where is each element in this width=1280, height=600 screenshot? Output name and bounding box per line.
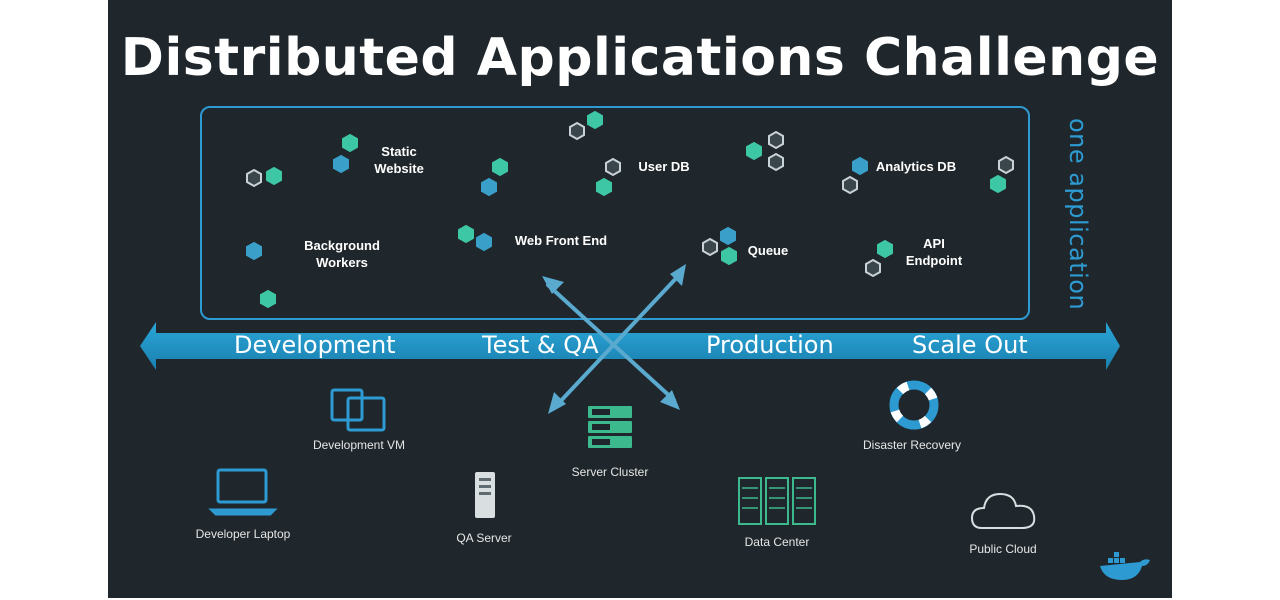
service-label-web-front-end: Web Front End bbox=[514, 233, 608, 248]
server-icon bbox=[475, 472, 495, 518]
service-label-queue: Queue bbox=[747, 243, 789, 258]
server-cluster-icon bbox=[588, 406, 632, 448]
stage-development: Development bbox=[234, 331, 396, 359]
life-ring-icon bbox=[889, 380, 939, 430]
label-disaster-recovery: Disaster Recovery bbox=[862, 438, 962, 452]
service-label-api-endpoint: API Endpoint bbox=[905, 236, 963, 268]
service-label-user-db: User DB bbox=[638, 159, 690, 174]
stage-production: Production bbox=[706, 331, 834, 359]
one-application-label: one application bbox=[1064, 118, 1092, 311]
data-center-icon bbox=[738, 477, 816, 525]
application-boundary bbox=[200, 106, 1030, 320]
label-data-center: Data Center bbox=[744, 535, 810, 549]
stage-test-qa: Test & QA bbox=[482, 331, 599, 359]
slide-title: Distributed Applications Challenge bbox=[120, 28, 1160, 88]
label-qa-server: QA Server bbox=[456, 531, 512, 545]
docker-whale-icon bbox=[1100, 552, 1150, 580]
laptop-icon bbox=[208, 468, 278, 516]
service-label-static-website: Static Website bbox=[374, 144, 424, 176]
cloud-icon bbox=[970, 492, 1036, 529]
service-label-background-workers: Background Workers bbox=[304, 238, 380, 270]
label-server-cluster: Server Cluster bbox=[571, 465, 649, 479]
label-developer-laptop: Developer Laptop bbox=[195, 527, 291, 541]
label-development-vm: Development VM bbox=[312, 438, 406, 452]
stage-scale-out: Scale Out bbox=[912, 331, 1028, 359]
environment-icons bbox=[208, 380, 1150, 580]
vm-icon bbox=[330, 388, 386, 432]
label-public-cloud: Public Cloud bbox=[969, 542, 1037, 556]
slide: Distributed Applications Challenge one a… bbox=[108, 0, 1172, 598]
service-label-analytics-db: Analytics DB bbox=[875, 159, 957, 174]
crossing-arrows bbox=[542, 264, 686, 414]
pipeline-arrow bbox=[140, 322, 1120, 370]
